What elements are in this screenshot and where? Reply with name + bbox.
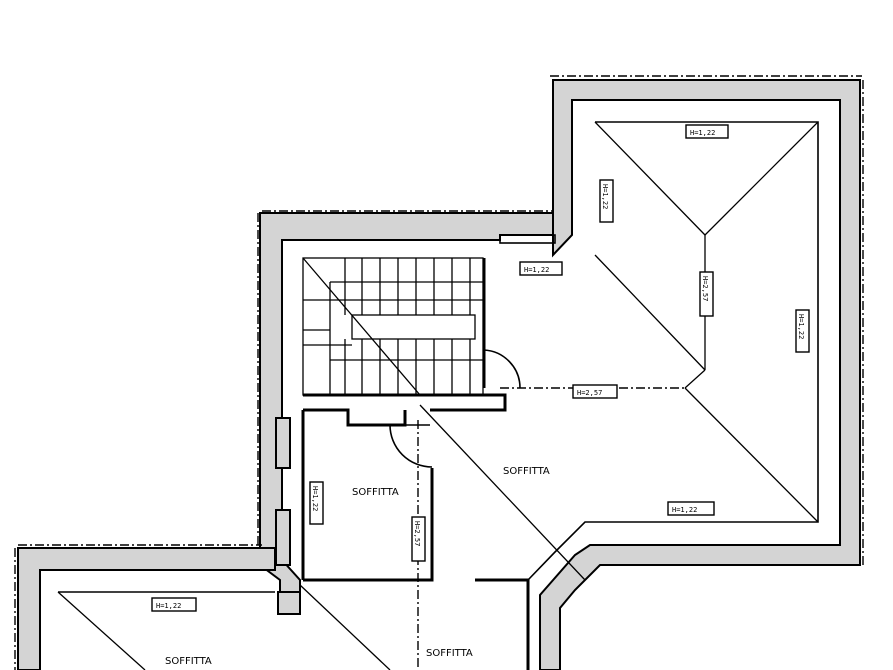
chimney [277,591,301,615]
height-tag: H=1,22 [795,309,810,353]
partition-lower [475,578,530,670]
window-left-2 [275,509,291,566]
stair-treads-lower [330,339,483,395]
partition-stair-bottom [303,393,507,412]
roof-hip-lines [57,121,819,670]
eaves-lines [14,75,864,670]
stair-treads-upper [330,258,483,315]
staircase [302,257,484,396]
svg-text:H=1,22: H=1,22 [524,266,549,274]
svg-text:H=1,22: H=1,22 [311,486,319,511]
wall-right-wing-inner [527,121,819,581]
height-tag: H=1,22 [667,501,715,516]
hip-3 [594,254,706,371]
height-tag: H=1,22 [599,179,614,223]
stair-frame [302,257,484,396]
room-label: SOFFITTA [426,648,473,659]
height-tag: H=1,22 [685,124,729,139]
svg-text:H=1,22: H=1,22 [690,129,715,137]
doors [389,349,521,468]
svg-text:H=2,57: H=2,57 [701,276,709,301]
height-tags: H=1,22 H=1,22 H=2,57 H=1,22 H=1,22 H=1,2… [151,124,810,612]
room-label: SOFFITTA [165,656,212,667]
hip-8 [57,591,146,670]
svg-text:H=2,57: H=2,57 [413,521,421,546]
room-label: SOFFITTA [352,487,399,498]
door-small-room [389,424,433,468]
height-tag: H=1,22 [519,261,563,276]
stair-landing [351,314,476,340]
stair-winders [303,282,352,395]
window-left-1 [275,417,291,469]
height-tag: H=1,22 [309,481,324,525]
hip-stair [302,257,421,396]
partition-small-room-right [303,468,434,582]
wall-right-wing [539,79,861,670]
svg-text:H=1,22: H=1,22 [797,314,805,339]
exterior-walls [17,79,861,670]
svg-text:H=1,22: H=1,22 [672,506,697,514]
height-tag: H=1,22 [151,597,197,612]
height-tag: H=2,57 [699,271,714,317]
hip-5 [684,387,819,523]
hip-6 [419,404,586,581]
height-tag: H=2,57 [572,384,618,399]
room-labels: SOFFITTA SOFFITTA SOFFITTA SOFFITTA [165,466,550,667]
wall-left-wing [17,547,276,670]
hip-2 [704,121,819,236]
vent-top [499,234,556,244]
svg-text:H=2,57: H=2,57 [577,389,602,397]
hip-1 [594,121,706,236]
door-stair [483,349,521,389]
hip-7 [299,584,391,670]
svg-text:H=1,22: H=1,22 [156,602,181,610]
room-label: SOFFITTA [503,466,550,477]
partition-small-room-top [303,408,407,427]
height-tag: H=2,57 [411,516,426,562]
hip-4 [684,369,706,389]
svg-text:H=1,22: H=1,22 [601,184,609,209]
